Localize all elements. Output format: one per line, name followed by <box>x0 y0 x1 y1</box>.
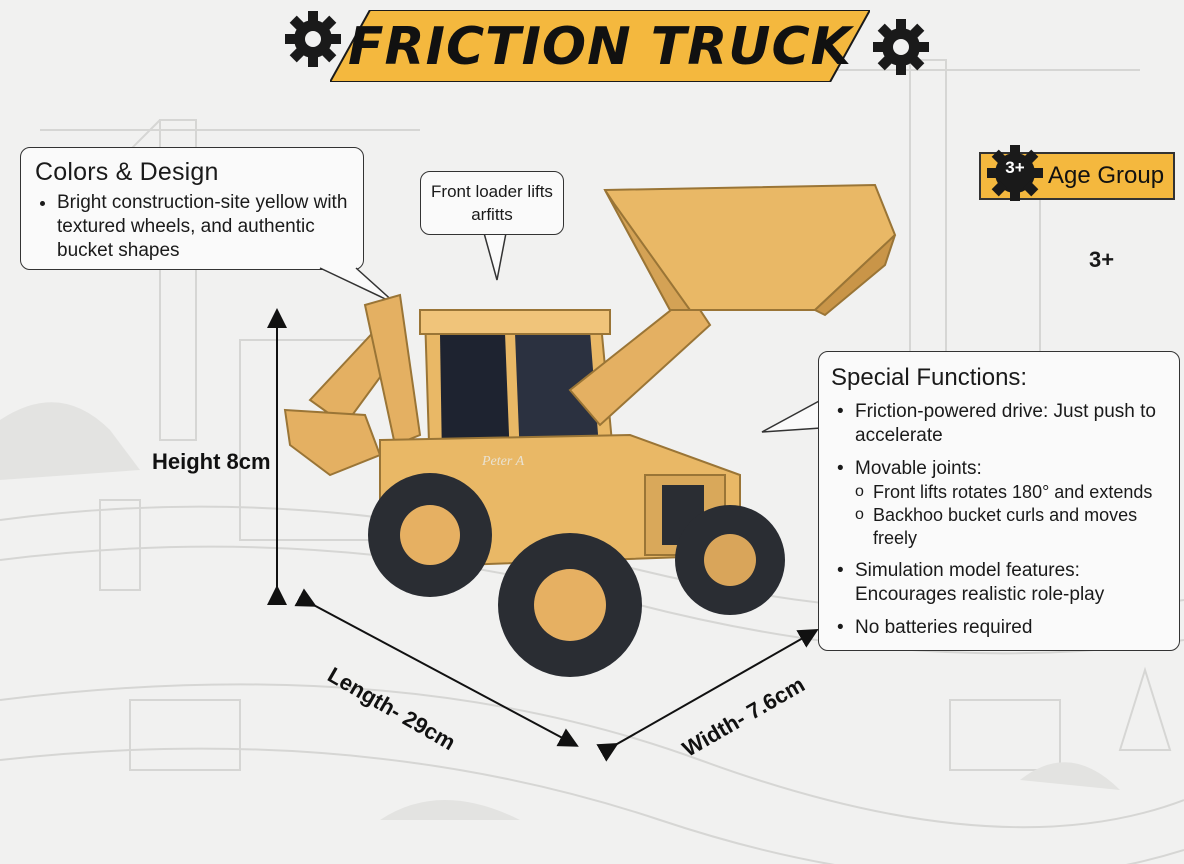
colors-design-heading: Colors & Design <box>35 158 219 186</box>
special-functions-callout: Special Functions: Friction-powered driv… <box>818 351 1180 651</box>
front-loader-callout: Front loader lifts arfitts <box>420 171 564 235</box>
age-gear-icon <box>987 145 1043 201</box>
page-title: FRICTION TRUCK <box>348 17 852 77</box>
special-item-batteries: No batteries required <box>831 616 1167 640</box>
colors-design-list: Bright construction-site yellow with tex… <box>35 191 349 263</box>
special-sub-front-lift: Front lifts rotates 180° and extends <box>855 480 1167 504</box>
special-item-friction: Friction-powered drive: Just push to acc… <box>831 400 1167 448</box>
front-loader-text: Front loader lifts arfitts <box>431 182 553 224</box>
special-functions-heading: Special Functions: <box>831 364 1028 391</box>
height-label: Height 8cm <box>152 449 271 474</box>
age-group-value: 3+ <box>1089 247 1115 272</box>
special-item-joints-label: Movable joints: <box>855 458 982 479</box>
colors-design-callout: Colors & Design Bright construction-site… <box>20 147 364 270</box>
title-banner <box>330 10 870 82</box>
colors-design-bullet: Bright construction-site yellow with tex… <box>57 191 349 263</box>
gear-icon-right <box>873 19 929 75</box>
age-group-label: Age Group <box>1048 162 1165 189</box>
truck-illustration: Peter A <box>283 183 897 677</box>
gear-icon-left <box>285 11 341 67</box>
special-sub-backhoe: Backhoo bucket curls and moves freely <box>855 503 1167 550</box>
truck-cab <box>419 309 617 476</box>
special-item-simulation: Simulation model features: Encourages re… <box>831 559 1167 607</box>
special-item-joints: Movable joints: Front lifts rotates 180°… <box>831 457 1167 550</box>
truck-print-brand: Peter A <box>481 454 525 469</box>
age-badge-number: 3+ <box>1005 158 1025 177</box>
loader-arm <box>568 183 897 427</box>
backhoe-arm <box>283 293 422 477</box>
